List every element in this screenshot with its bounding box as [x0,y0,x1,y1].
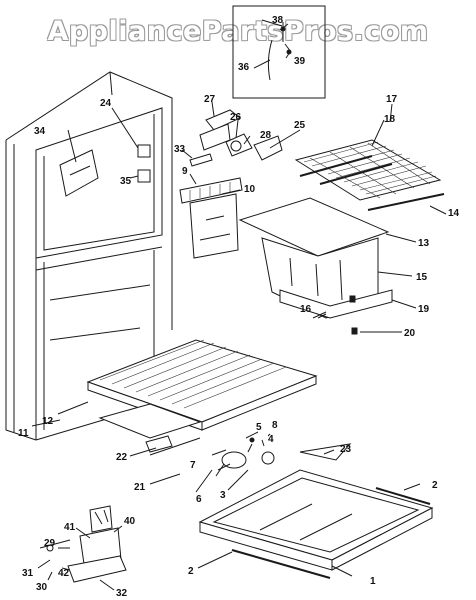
callout-42: 42 [58,568,70,579]
callout-14: 14 [448,208,460,219]
callout-35: 35 [120,176,132,187]
callout-17: 17 [386,94,398,105]
crisper-cover [238,197,393,335]
callout-29: 29 [44,538,56,549]
callout-23: 23 [340,444,352,455]
callout-11: 11 [18,428,29,439]
callout-9: 9 [182,166,188,177]
callout-15: 15 [416,272,428,283]
callout-2a: 2 [432,480,438,491]
callout-27: 27 [204,94,216,105]
callout-30: 30 [36,582,48,593]
callout-39: 39 [294,56,306,67]
watermark: AppliancePartsPros.com [47,16,429,47]
callout-26: 26 [230,112,242,123]
callout-8: 8 [272,420,278,431]
callout-38: 38 [272,15,284,26]
callout-31: 31 [22,568,34,579]
callout-24: 24 [100,98,112,109]
callout-4: 4 [268,434,274,445]
callout-28: 28 [260,130,272,141]
callout-20: 20 [404,328,416,339]
callout-5: 5 [256,422,262,433]
damper-mechanism [211,431,352,471]
callout-32: 32 [116,588,128,599]
callout-6: 6 [196,494,202,505]
callout-10: 10 [244,184,256,195]
callout-22: 22 [116,452,128,463]
callout-13: 13 [418,238,430,249]
callout-33: 33 [174,144,186,155]
drawer-pan [198,469,434,579]
cabinet [5,71,173,441]
fan-motor [39,505,127,583]
callout-34: 34 [34,126,46,137]
callout-12: 12 [42,416,54,427]
callout-36: 36 [238,62,250,73]
inset-detail-box [232,5,326,99]
callout-25: 25 [294,120,306,131]
callout-19: 19 [418,304,430,315]
callout-1: 1 [370,576,376,587]
callout-21: 21 [134,482,146,493]
leader-lines [31,19,447,591]
callout-41: 41 [64,522,76,533]
callout-16: 16 [300,304,312,315]
callout-3: 3 [220,490,226,501]
shelf-glass [86,339,318,456]
wire-shelf [294,139,445,211]
callout-7: 7 [190,460,196,471]
callout-40: 40 [124,516,136,527]
callout-labels: 38 36 39 24 34 35 27 26 28 25 33 9 10 17… [18,15,460,599]
control-housing [179,109,283,259]
callout-2b: 2 [188,566,194,577]
callout-18: 18 [384,114,396,125]
